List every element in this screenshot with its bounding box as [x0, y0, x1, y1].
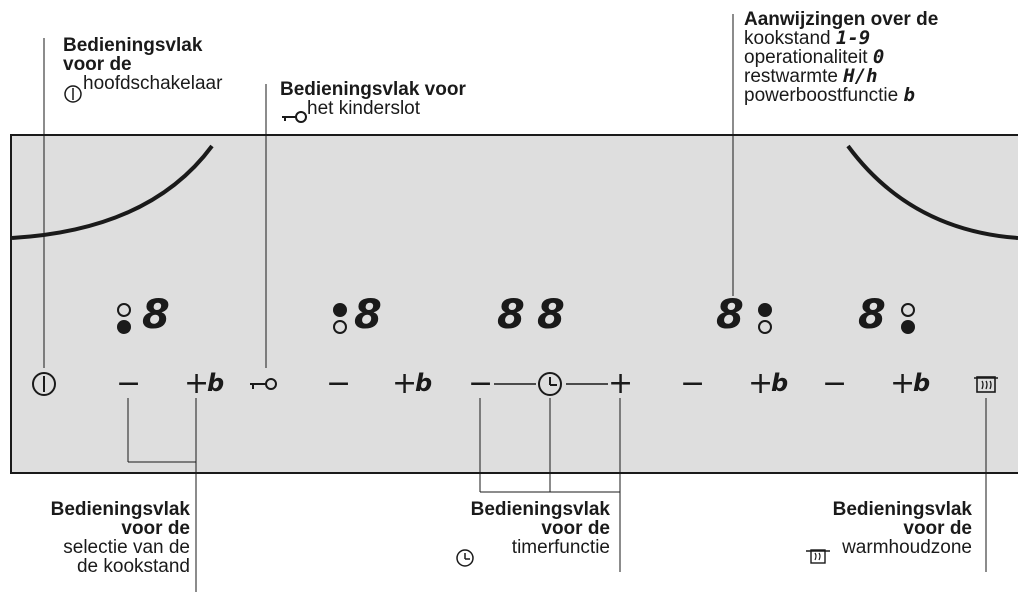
boost-label-zone-2: b	[415, 369, 433, 397]
indicator-code-4: b	[903, 84, 915, 106]
indicator-line-3: restwarmte H/h	[744, 65, 938, 87]
annotation-level-select: Bedieningsvlak voor de selectie van de d…	[51, 500, 190, 576]
minus-button-zone-1[interactable]: −	[116, 366, 142, 401]
display-timer-tens: 8	[497, 292, 525, 338]
child-lock-text: het kinderslot	[307, 98, 421, 119]
display-zone-1: 8	[142, 292, 170, 338]
indicator-line-2: operationaliteit 0	[744, 46, 938, 68]
main-switch-text: hoofdschakelaar	[83, 73, 223, 94]
level-select-line2: de kookstand	[76, 556, 190, 577]
plus-button-zone-1[interactable]: +	[184, 366, 210, 401]
annotation-child-lock: Bedieningsvlak voor het kinderslot	[280, 80, 466, 118]
annotation-lock-icon	[282, 111, 307, 123]
boost-label-zone-3: b	[771, 369, 789, 397]
indicator-text-2: operationaliteit	[744, 47, 868, 68]
zone-dots-3	[758, 303, 772, 334]
indicator-code-3: H/h	[843, 65, 878, 87]
display-zone-4: 8	[858, 292, 886, 338]
plus-button-zone-2[interactable]: +	[392, 366, 418, 401]
indicator-text-4: powerboostfunctie	[744, 85, 899, 106]
timer-text: timerfunctie	[511, 537, 610, 558]
plus-button-zone-3[interactable]: +	[748, 366, 774, 401]
cooking-zone-right-arc	[846, 144, 1018, 240]
plus-button-zone-4[interactable]: +	[890, 366, 916, 401]
annotation-indicators: Aanwijzingen over de kookstand 1-9 opera…	[744, 10, 938, 105]
annotation-main-switch: Bedieningsvlak voor de hoofdschakelaar	[63, 36, 222, 93]
indicator-code-2: 0	[872, 46, 885, 68]
child-lock-icon	[250, 378, 277, 390]
annotation-timer-icon	[456, 549, 474, 567]
annotation-warm-icon	[806, 549, 830, 564]
keep-warm-text: warmhoudzone	[842, 537, 972, 558]
timer-plus-button[interactable]: +	[608, 366, 634, 401]
indicator-code-1: 1-9	[835, 27, 871, 49]
indicator-line-1: kookstand 1-9	[744, 27, 938, 49]
boost-label-zone-1: b	[207, 369, 225, 397]
keep-warm-title: Bedieningsvlak	[832, 499, 972, 520]
annotation-timer: Bedieningsvlak voor de timerfunctie	[471, 500, 610, 557]
main-switch-title: Bedieningsvlak	[63, 35, 203, 56]
child-lock-title: Bedieningsvlak voor	[280, 79, 466, 100]
display-zone-2: 8	[354, 292, 382, 338]
zone-dots-2	[333, 303, 347, 334]
indicators-title: Aanwijzingen over de	[744, 9, 939, 30]
main-switch-title2: voor de	[63, 54, 132, 75]
level-select-title: Bedieningsvlak	[50, 499, 190, 520]
annotation-power-icon	[64, 85, 82, 103]
display-timer-units: 8	[537, 292, 565, 338]
zone-dots-1	[117, 303, 131, 334]
timer-clock-icon	[538, 372, 562, 396]
timer-title: Bedieningsvlak	[470, 499, 610, 520]
minus-button-zone-2[interactable]: −	[326, 366, 352, 401]
power-switch-icon	[32, 372, 56, 396]
level-select-line1: selectie van de	[63, 537, 190, 558]
boost-label-zone-4: b	[913, 369, 931, 397]
minus-button-zone-4[interactable]: −	[822, 366, 848, 401]
timer-title2: voor de	[541, 518, 610, 539]
cooktop-panel	[10, 134, 1018, 474]
indicator-line-4: powerboostfunctie b	[744, 84, 938, 106]
minus-button-zone-3[interactable]: −	[680, 366, 706, 401]
indicator-text-3: restwarmte	[744, 66, 838, 87]
keep-warm-title2: voor de	[903, 518, 972, 539]
indicator-text-1: kookstand	[744, 28, 831, 49]
display-zone-3: 8	[716, 292, 744, 338]
zone-dots-4	[901, 303, 915, 334]
cooking-zone-left-arc	[11, 144, 214, 240]
level-select-title2: voor de	[121, 518, 190, 539]
keep-warm-icon	[974, 376, 998, 393]
timer-minus-button[interactable]: −	[468, 366, 494, 401]
annotation-keep-warm: Bedieningsvlak voor de warmhoudzone	[833, 500, 972, 557]
